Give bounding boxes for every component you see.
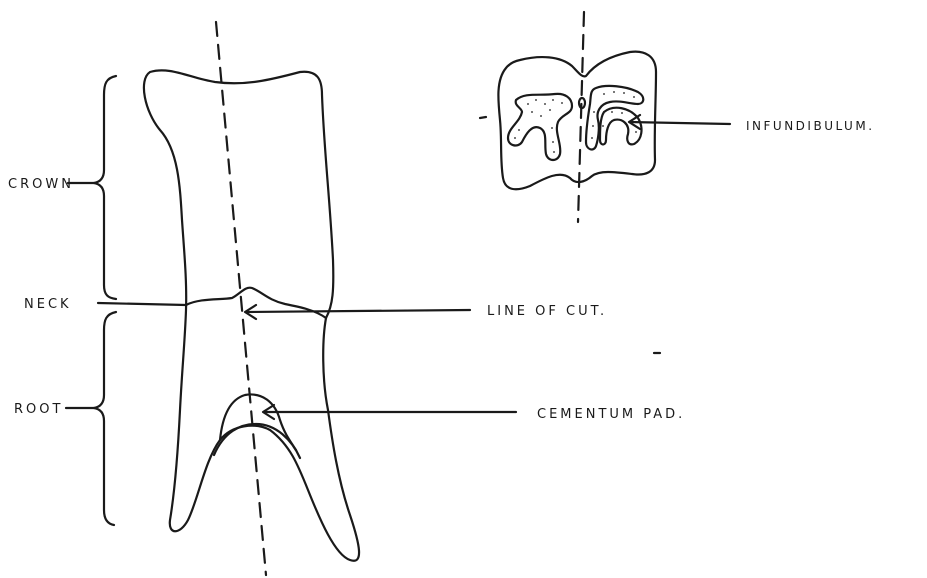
cross-section-side-tick	[480, 117, 486, 118]
cementum-pad-pointer	[263, 405, 516, 419]
tooth-cross-section	[480, 12, 656, 222]
neck-label: NECK	[24, 297, 72, 312]
cross-section-axis-dashed	[578, 12, 584, 222]
cementum-pad-base	[214, 424, 300, 458]
line-of-cut-label: LINE OF CUT.	[487, 304, 607, 319]
neck-line	[186, 288, 326, 318]
infundibulum-pointer	[629, 115, 730, 129]
infundibulum-label: INFUNDIBULUM.	[746, 119, 875, 133]
stipple-dots	[514, 91, 637, 153]
line-of-cut-pointer	[245, 305, 470, 319]
cementum-pad-outline	[220, 394, 296, 450]
tooth-longitudinal	[144, 22, 359, 575]
crown-bracket	[94, 76, 116, 299]
root-label: ROOT	[14, 402, 63, 417]
cementum-pad-label: CEMENTUM PAD.	[537, 407, 685, 422]
neck-leader	[98, 303, 186, 305]
root-bracket	[94, 312, 116, 525]
crown-label: CROWN	[8, 177, 74, 192]
